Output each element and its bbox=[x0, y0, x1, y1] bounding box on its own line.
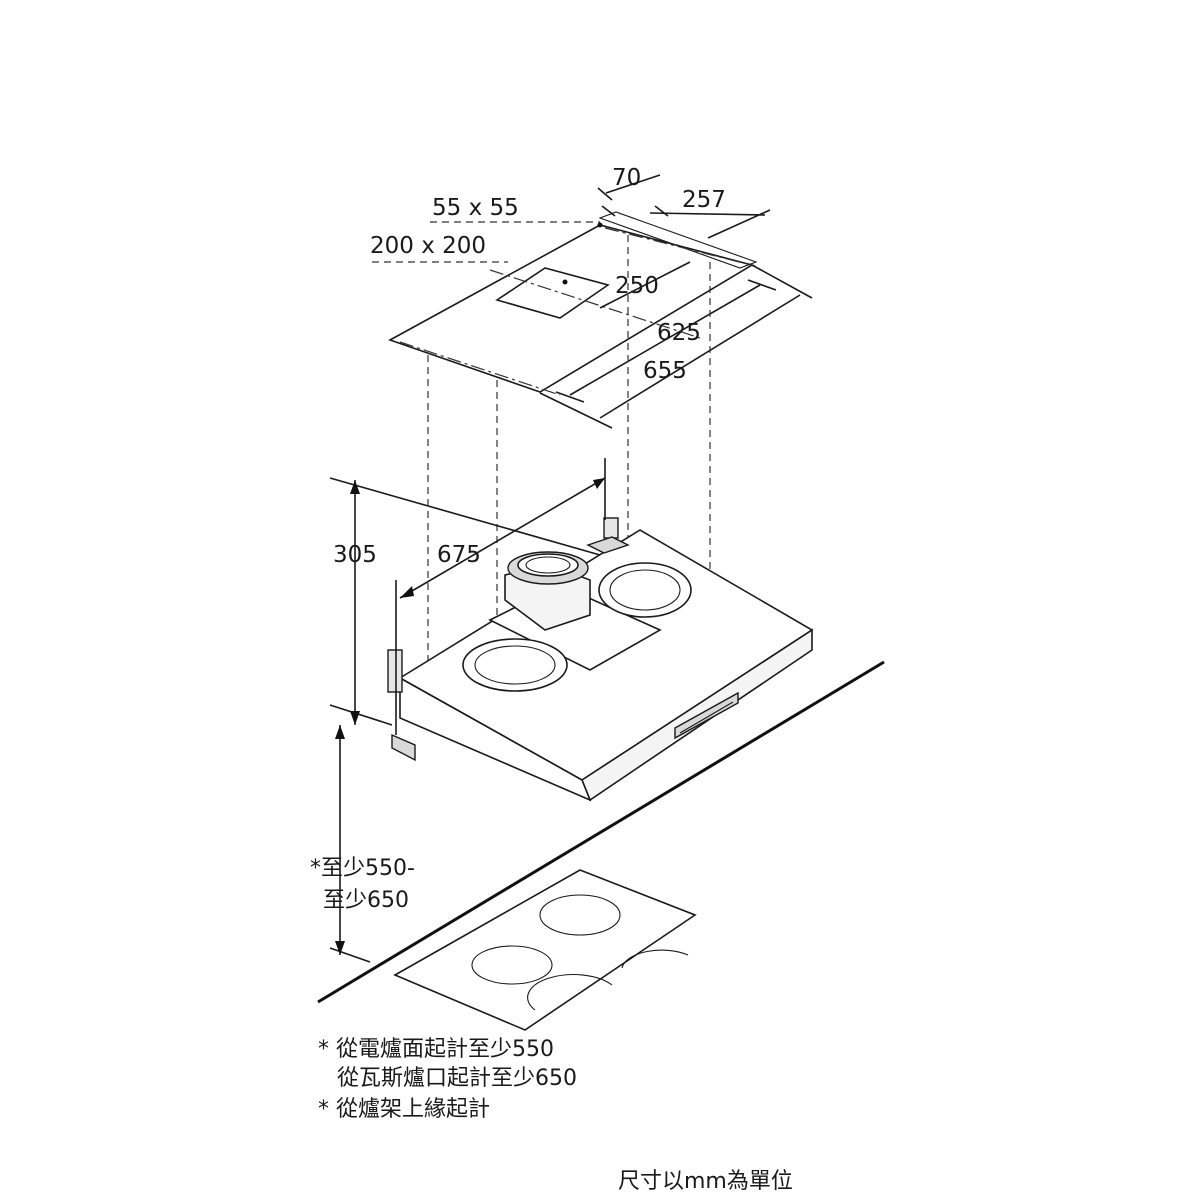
dim-655-label: 655 bbox=[643, 358, 687, 384]
dim-clearance bbox=[329, 725, 371, 963]
clearance-label-line1: *至少550- bbox=[310, 856, 415, 881]
dim-625-label: 625 bbox=[657, 320, 701, 346]
dim-305-label: 305 bbox=[333, 542, 377, 568]
dim-70-label: 70 bbox=[612, 165, 641, 191]
wall-line bbox=[317, 660, 885, 1004]
dim-675-label: 675 bbox=[437, 542, 481, 568]
note-line3: * 從爐架上緣起計 bbox=[318, 1097, 490, 1122]
dim-257-label: 257 bbox=[682, 187, 726, 213]
cooktop bbox=[393, 869, 697, 1031]
dim-655 bbox=[539, 264, 813, 429]
dim-70-257 bbox=[597, 174, 771, 239]
clearance-label-line2: 至少650 bbox=[323, 888, 409, 913]
dim-55x55-label: 55 x 55 bbox=[432, 195, 519, 221]
note-line1: * 從電爐面起計至少550 bbox=[318, 1037, 554, 1062]
unit-note: 尺寸以mm為單位 bbox=[618, 1169, 793, 1194]
mounting-template bbox=[388, 211, 758, 396]
dim-675 bbox=[395, 458, 606, 735]
range-hood bbox=[387, 517, 814, 802]
dim-200x200-label: 200 x 200 bbox=[370, 233, 486, 259]
note-line2: 從瓦斯爐口起計至少650 bbox=[337, 1066, 577, 1091]
dim-250-label: 250 bbox=[615, 273, 659, 299]
dim-250-line bbox=[599, 261, 691, 309]
dim-625 bbox=[555, 279, 777, 403]
dim-305 bbox=[329, 477, 601, 726]
